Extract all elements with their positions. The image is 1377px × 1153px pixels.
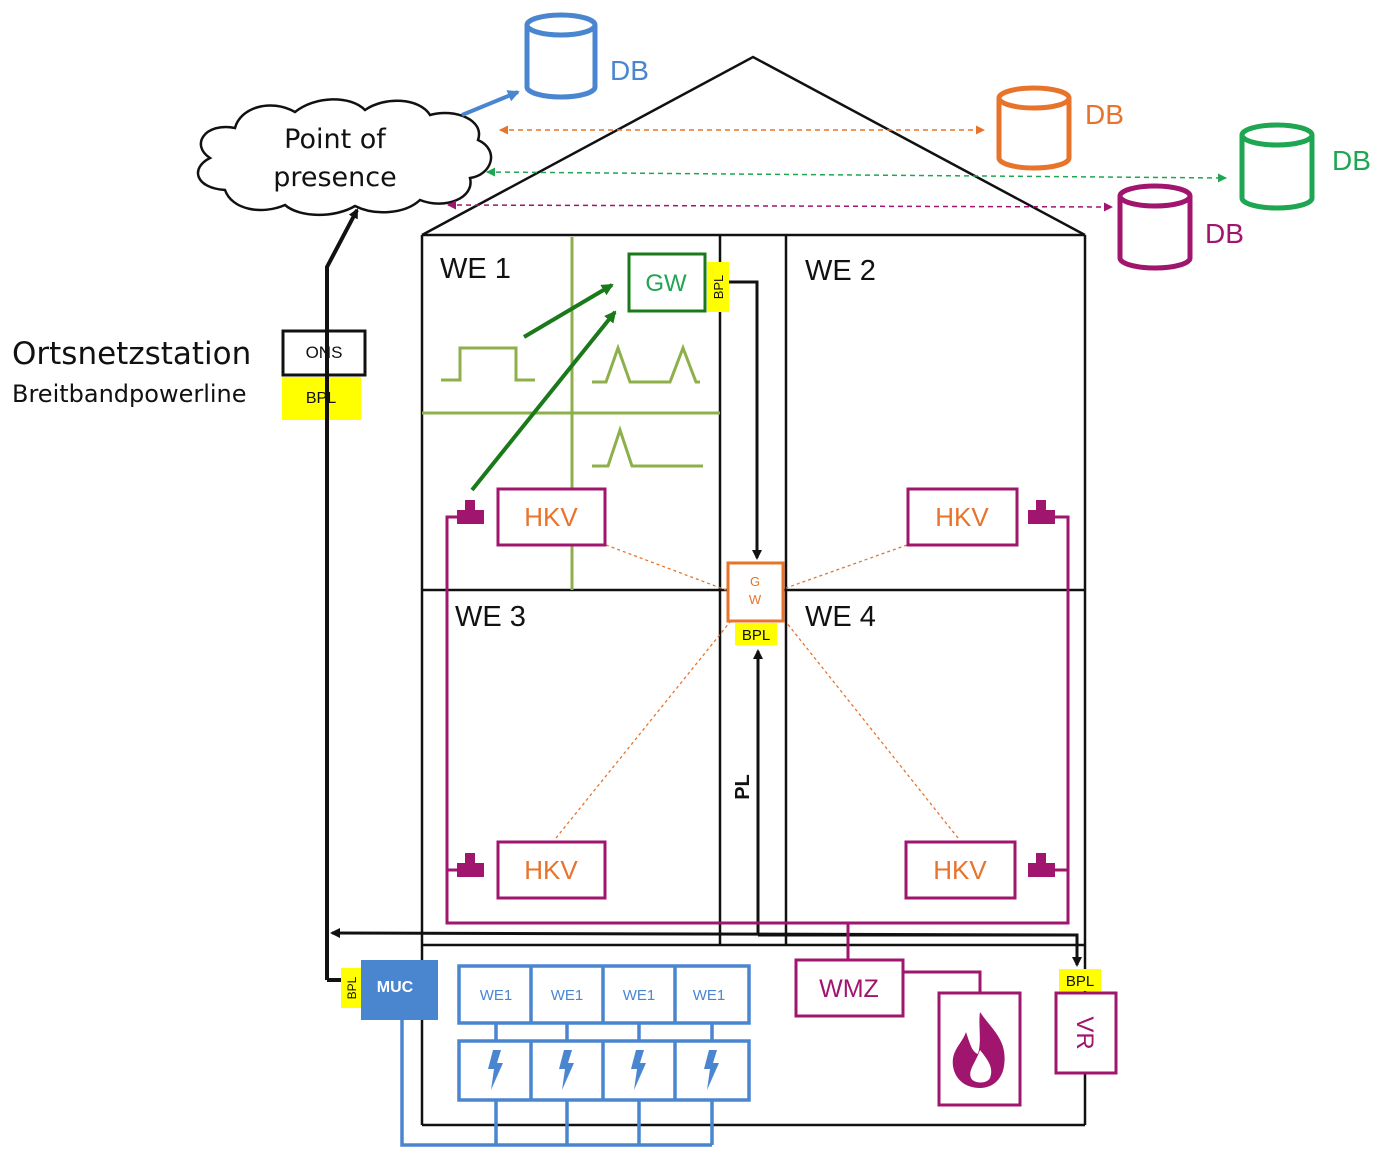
hkv-we1-label: HKV <box>524 502 578 532</box>
unit-we3-label: WE 3 <box>455 601 526 633</box>
database-green <box>1239 122 1315 211</box>
muc-bpl-box <box>341 968 361 1008</box>
gateway-center-label-line2: W <box>749 592 762 607</box>
meter-label-2: WE1 <box>551 987 584 1004</box>
hkv-we3-label: HKV <box>524 855 578 885</box>
wmz-label: WMZ <box>819 975 879 1003</box>
lightning-icon <box>488 1050 719 1090</box>
hkv-we4-label: HKV <box>933 855 987 885</box>
backbone-line-to-cloud <box>325 208 359 980</box>
station-title: Ortsnetzstation <box>12 336 251 372</box>
unit-we4-label: WE 4 <box>805 601 876 633</box>
database-orange-label: DB <box>1085 99 1124 130</box>
ons-box <box>281 329 367 377</box>
arrow-cloud-green-db <box>486 167 1227 183</box>
hkv-we2-label: HKV <box>935 502 989 532</box>
arrow-hkv-to-gw <box>470 310 617 492</box>
vr-bpl-box <box>1059 969 1101 991</box>
database-green-label: DB <box>1332 145 1371 176</box>
vr-box <box>1054 991 1118 1075</box>
unit-we2-label: WE 2 <box>805 255 876 287</box>
hkv-we1-box <box>496 487 607 547</box>
station-subtitle: Breitbandpowerline <box>12 380 247 408</box>
muc-label: MUC <box>377 979 414 996</box>
cloud-label-line1: Point of <box>284 124 387 155</box>
ons-bpl-box <box>282 377 361 420</box>
link-to-backbone <box>330 928 1078 939</box>
vr-bpl-label: BPL <box>1066 973 1094 990</box>
meter-label-3: WE1 <box>623 987 656 1004</box>
ons-bpl-label: BPL <box>306 390 336 407</box>
database-blue <box>524 12 598 100</box>
valve-icon <box>457 500 1055 877</box>
database-orange <box>996 85 1072 171</box>
gateway-center-bpl-label: BPL <box>742 627 770 644</box>
meter-wiring <box>400 964 751 1147</box>
meter-label-1: WE1 <box>480 987 513 1004</box>
meter-label-4: WE1 <box>693 987 726 1004</box>
link-gw-top-to-center <box>729 280 762 560</box>
wmz-box <box>794 958 905 1018</box>
hkv-we4-box <box>904 840 1017 900</box>
database-magenta-label: DB <box>1205 218 1244 249</box>
database-magenta <box>1117 183 1193 271</box>
database-blue-label: DB <box>610 55 649 86</box>
muc-bpl-label: BPL <box>345 976 359 999</box>
flame-icon <box>952 1012 1005 1088</box>
ons-label: ONS <box>306 343 343 362</box>
wireless-links <box>555 544 959 839</box>
flame-core <box>970 1050 992 1083</box>
link-wmz-to-heater <box>903 970 982 992</box>
vr-label: VR <box>1071 1016 1098 1049</box>
gateway-center-label-line1: G <box>750 574 760 589</box>
gateway-center-bpl-box <box>735 623 777 645</box>
muc-box <box>361 960 438 1020</box>
arrow-cloud-magenta-db <box>447 200 1113 212</box>
gateway-top-box <box>627 252 707 313</box>
cloud-label-line2: presence <box>273 162 397 193</box>
arrow-cloud-to-blue-db <box>461 90 520 117</box>
gateway-top-bpl-label: BPL <box>711 275 726 300</box>
unit-we1-label: WE 1 <box>440 253 511 285</box>
point-of-presence-cloud: Point of presence <box>196 98 493 217</box>
pl-label: PL <box>732 774 754 800</box>
gateway-top-label: GW <box>645 270 687 297</box>
arrow-signal-to-gw <box>522 283 614 339</box>
hkv-we2-box <box>906 487 1019 547</box>
hkv-we3-box <box>496 840 607 900</box>
gateway-top-bpl-box <box>707 262 729 312</box>
gateway-center-box <box>726 561 785 623</box>
